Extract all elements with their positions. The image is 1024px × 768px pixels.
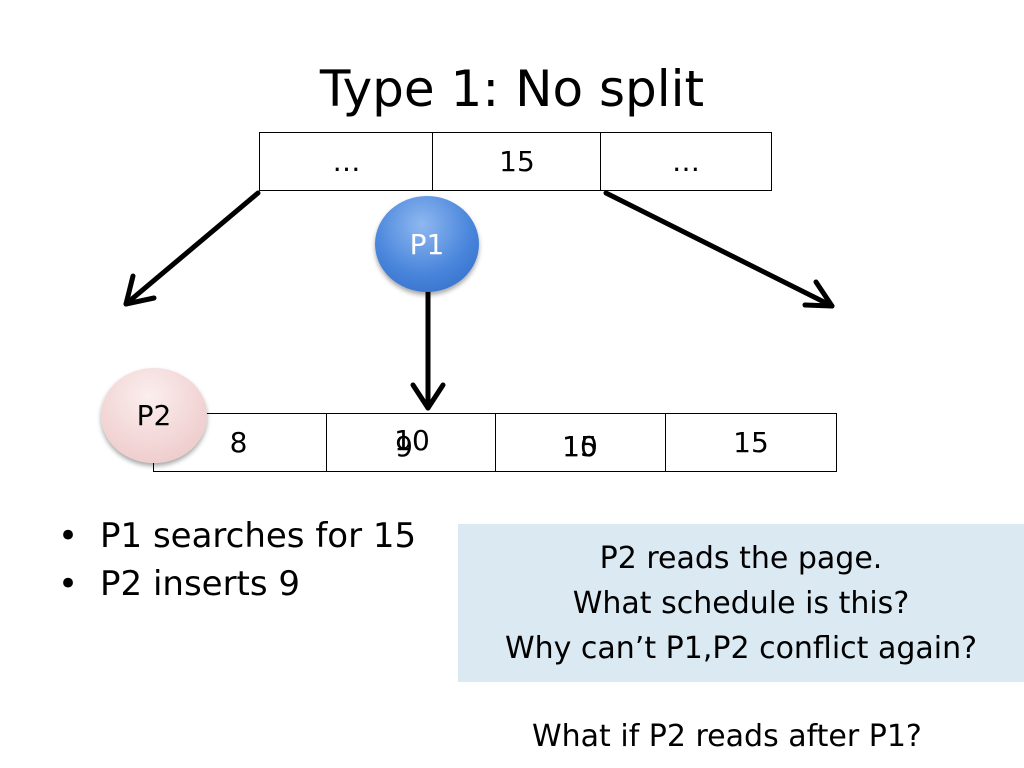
top-node-cell-left: … (259, 132, 434, 191)
leaf-cell-1-value: 8 (229, 426, 248, 459)
callout-line-3: Why can’t P1,P2 conflict again? (504, 630, 978, 666)
callout-box: P2 reads the page. What schedule is this… (458, 524, 1024, 682)
arrow-right (603, 190, 835, 309)
callout-line-1: P2 reads the page. (599, 540, 883, 576)
bullet-text: P1 searches for 15 (100, 516, 417, 556)
process-p1-label: P1 (409, 227, 445, 261)
leaf-cell-4: 15 (665, 413, 837, 472)
process-p2-label: P2 (136, 399, 172, 432)
leaf-cell-2-new-value: 9 (395, 430, 413, 463)
bullet-item: • P1 searches for 15 (58, 512, 416, 560)
callout-line-2: What schedule is this? (572, 585, 910, 621)
process-p2-circle: P2 (101, 368, 207, 463)
process-p1-circle: P1 (375, 196, 479, 292)
bullet-text: P2 inserts 9 (100, 564, 301, 604)
leaf-cell-2 (326, 413, 497, 472)
leaf-cell-3-old-value: 15 (562, 430, 598, 463)
arrow-down (410, 285, 446, 411)
bullet-marker: • (58, 564, 79, 604)
arrow-left (123, 190, 261, 307)
leaf-cell-3-new-value: 10 (562, 430, 598, 463)
slide-title: Type 1: No split (319, 60, 705, 118)
follow-up-question: What if P2 reads after P1? (532, 719, 922, 754)
leaf-cell-2-old-value: 10 (394, 424, 430, 457)
bullet-marker: • (58, 516, 79, 556)
bullet-list: • P1 searches for 15 • P2 inserts 9 (58, 512, 416, 608)
top-node-cell-right: … (600, 132, 772, 191)
bullet-item: • P2 inserts 9 (58, 560, 416, 608)
